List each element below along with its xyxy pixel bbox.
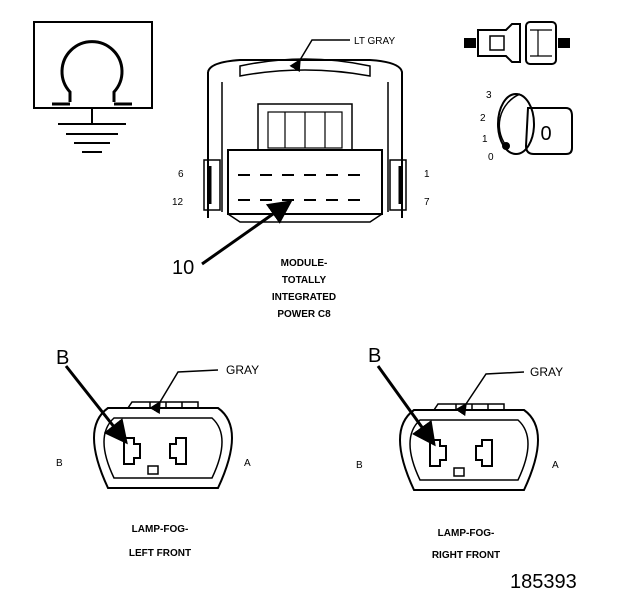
right-lamp-pin-b: B: [356, 460, 363, 471]
right-lamp-pin-a: A: [552, 460, 559, 471]
ohm-ground-icon: [52, 40, 132, 153]
lock-position-2: 2: [480, 113, 486, 124]
right-lamp-callout: B: [368, 345, 381, 367]
module-connector: [203, 58, 407, 223]
right-lamp-name-line-2: RIGHT FRONT: [432, 550, 500, 561]
left-lamp-pin-a: A: [244, 458, 251, 469]
left-lamp-wire-color: GRAY: [226, 363, 259, 377]
module-name: MODULE- TOTALLY INTEGRATED POWER C8: [272, 258, 336, 320]
module-name-line-3: INTEGRATED: [272, 292, 336, 303]
lock-position-1: 1: [482, 134, 488, 145]
pin-label-12: 12: [172, 197, 184, 208]
left-lamp-connector: [93, 401, 233, 489]
module-wire-color: LT GRAY: [354, 36, 395, 47]
module-callout-number: 10: [172, 257, 194, 279]
lock-position-0: 0: [488, 152, 494, 163]
lock-diagram: 0: [497, 93, 573, 155]
left-lamp-name-line-1: LAMP-FOG-: [132, 524, 189, 535]
figure-number: 185393: [510, 571, 577, 593]
connector-plug-detail: [464, 21, 570, 65]
module-name-line-1: MODULE-: [281, 258, 328, 269]
left-lamp-pin-b: B: [56, 458, 63, 469]
lock-key-label: 0: [540, 123, 551, 145]
left-lamp-callout: B: [56, 347, 69, 369]
right-lamp-wire-color: GRAY: [530, 365, 563, 379]
right-lamp-name-line-1: LAMP-FOG-: [438, 528, 495, 539]
lock-position-3: 3: [486, 90, 492, 101]
pin-label-1: 1: [424, 169, 430, 180]
ground-symbol: [33, 21, 153, 153]
pin-label-7: 7: [424, 197, 430, 208]
left-lamp-name-line-2: LEFT FRONT: [129, 548, 191, 559]
right-lamp-connector: [399, 403, 539, 491]
module-name-line-4: POWER C8: [277, 309, 331, 320]
pin-label-6: 6: [178, 169, 184, 180]
module-name-line-2: TOTALLY: [282, 275, 327, 286]
